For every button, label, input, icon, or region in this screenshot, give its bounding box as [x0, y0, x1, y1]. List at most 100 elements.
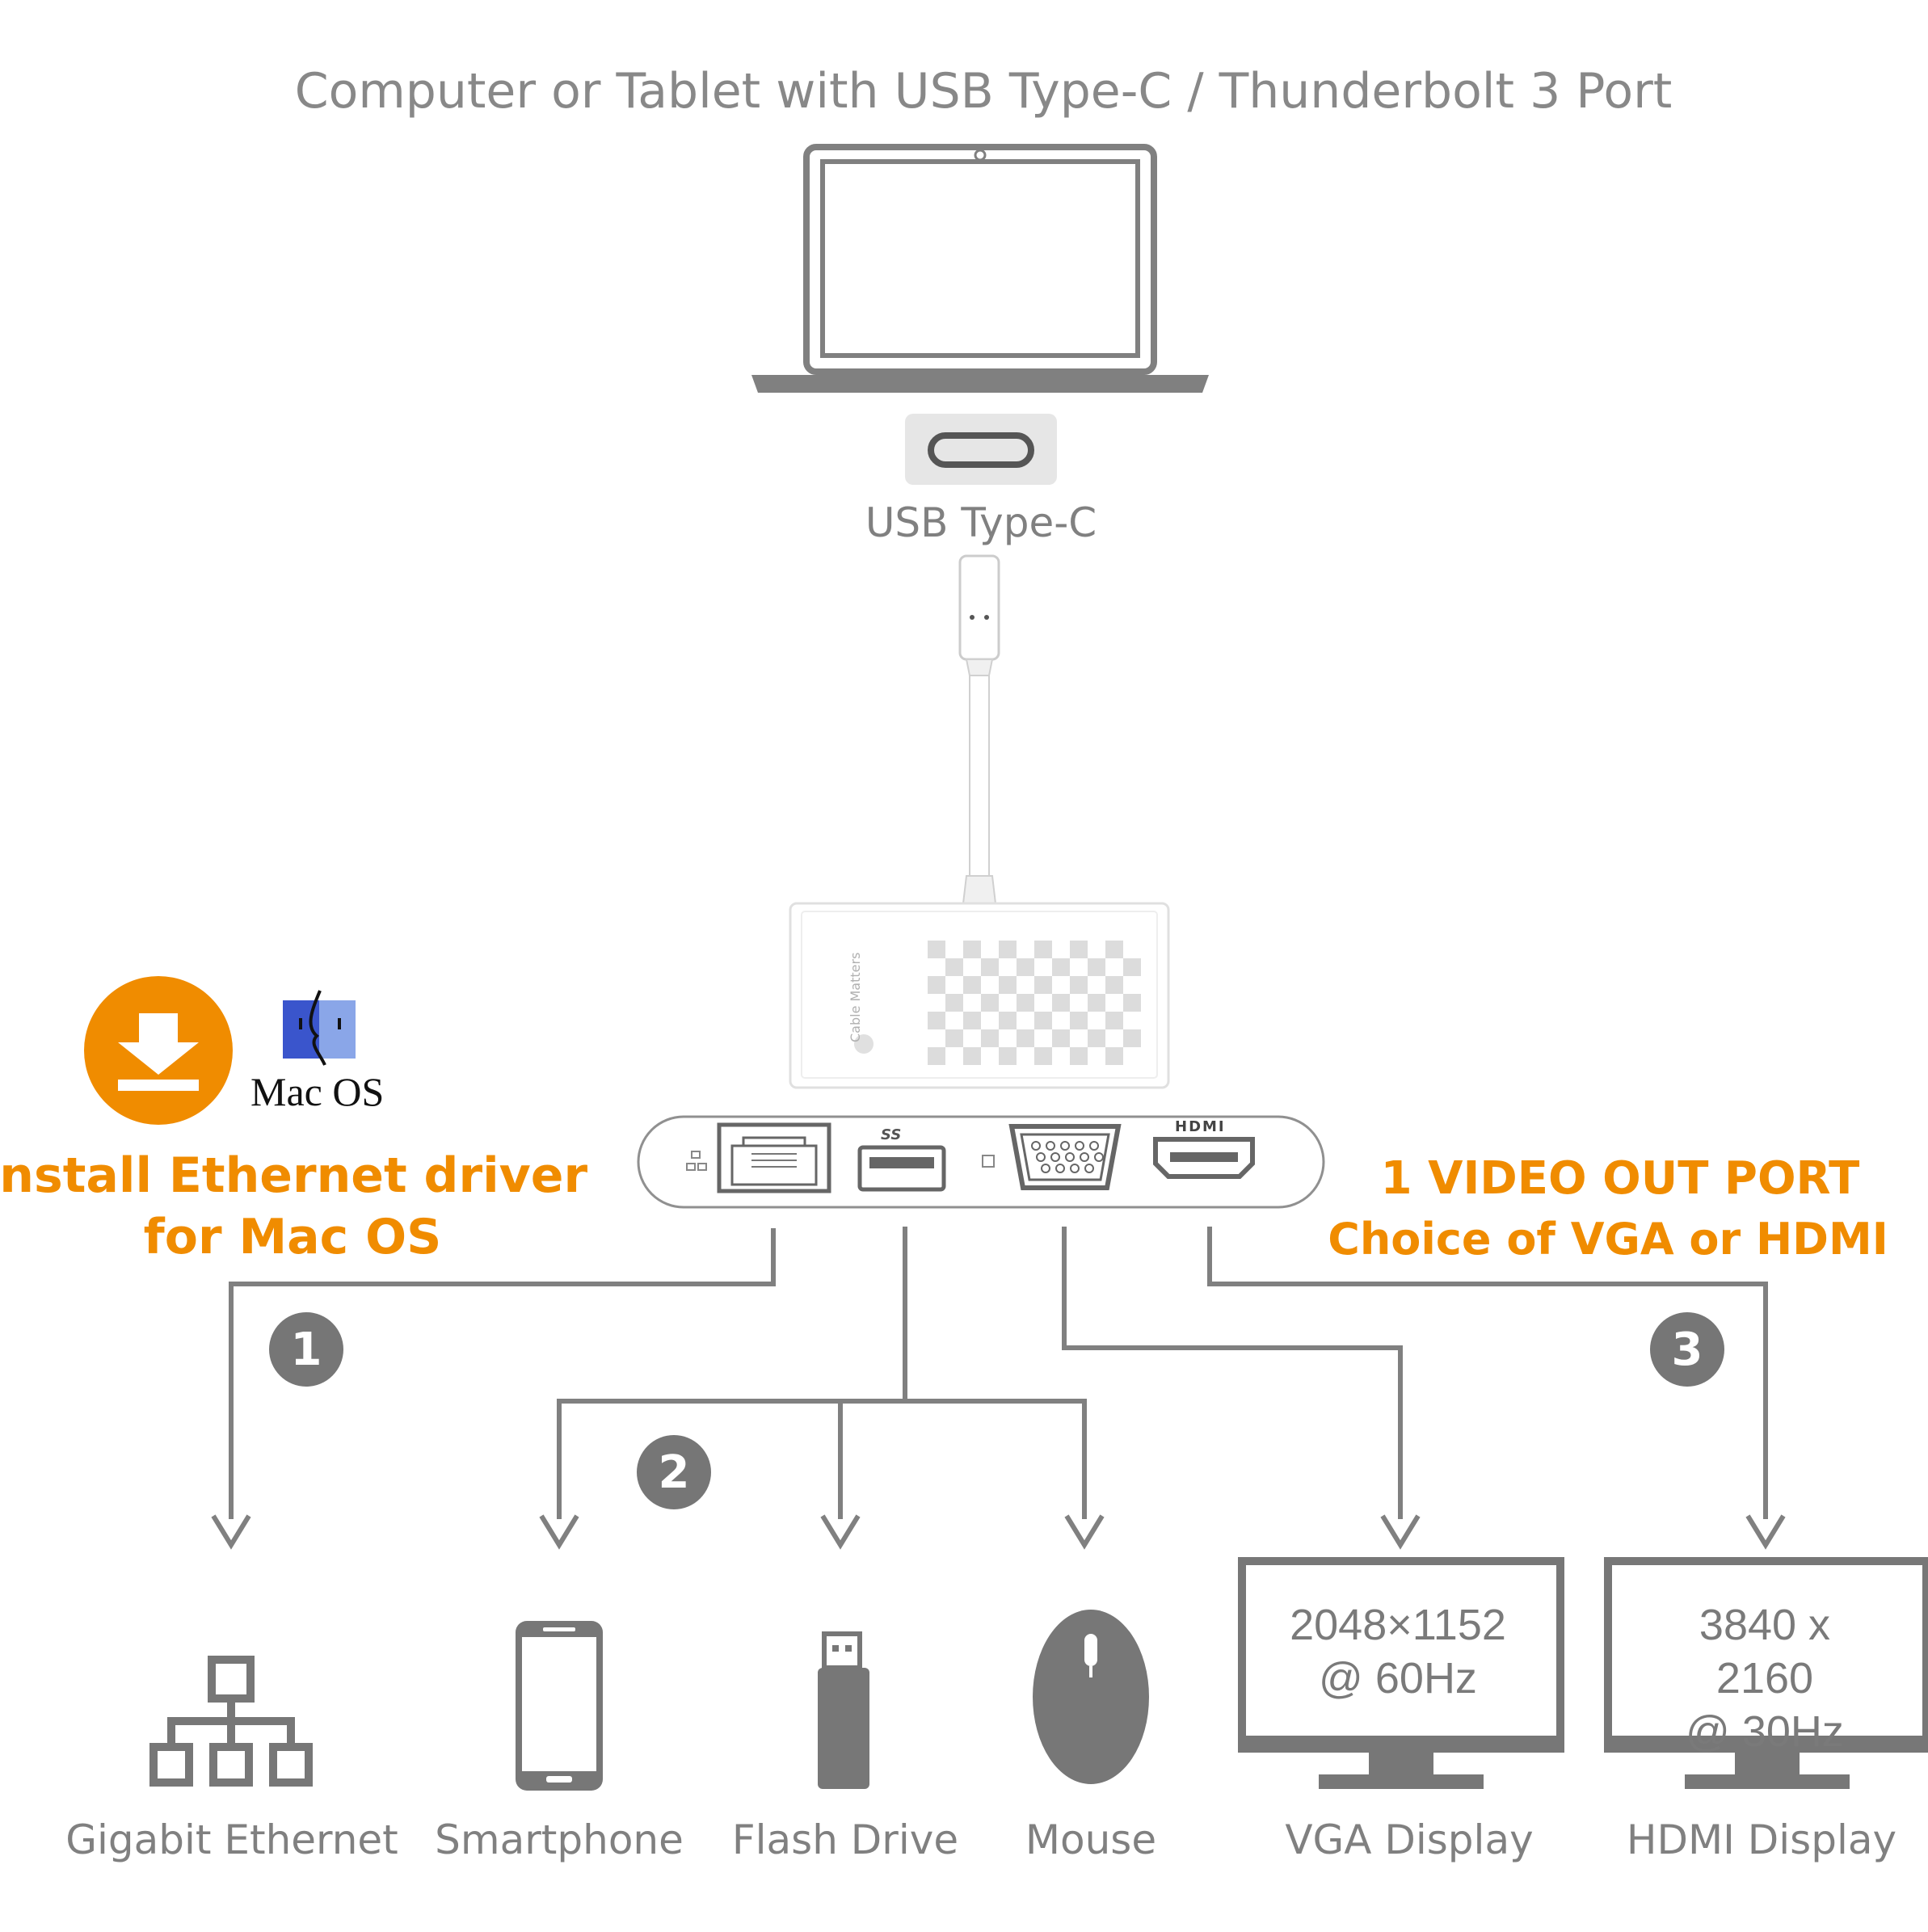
driver-note-line2: for Mac OS: [143, 1209, 442, 1265]
arrow-heads: [211, 1514, 1786, 1550]
vga-pin: [1050, 1152, 1060, 1162]
device-label-ethernet: Gigabit Ethernet: [65, 1816, 398, 1863]
vga-pin: [1065, 1152, 1075, 1162]
badge-1: 1: [269, 1312, 343, 1387]
checker-cell: [981, 1029, 999, 1047]
connection-arrows: [229, 1227, 1768, 1519]
checker-cell: [1070, 976, 1088, 994]
checker-cell: [1052, 994, 1070, 1012]
checker-cell: [1052, 1029, 1070, 1047]
checker-cell: [1017, 958, 1034, 976]
hdmi-resolution-line2: @ 30Hz: [1686, 1707, 1844, 1756]
page-title: Computer or Tablet with USB Type-C / Thu…: [294, 63, 1673, 120]
usb-c-plug: [958, 554, 1000, 904]
checker-cell: [1070, 1047, 1088, 1065]
badge-2: 2: [637, 1435, 711, 1509]
download-icon: [84, 976, 233, 1125]
checker-cell: [1105, 976, 1123, 994]
vga-pin: [1089, 1141, 1099, 1151]
checker-cell: [1034, 976, 1052, 994]
checker-cell: [1088, 958, 1105, 976]
checker-cell: [999, 1047, 1017, 1065]
hdmi-monitor-icon: [1604, 1557, 1928, 1789]
checker-cell: [1088, 994, 1105, 1012]
checker-cell: [1034, 1047, 1052, 1065]
checker-cell: [981, 958, 999, 976]
vga-pin: [1080, 1152, 1089, 1162]
vga-resolution-line1: 2048×1152: [1290, 1601, 1506, 1649]
brand-text: Cable Matters: [848, 952, 863, 1042]
connector-label: USB Type-C: [865, 499, 1097, 546]
checker-cell: [1123, 1029, 1141, 1047]
mac-os-label: Mac OS: [250, 1069, 385, 1114]
vga-pin: [1084, 1164, 1094, 1173]
vga-pin: [1075, 1141, 1084, 1151]
vga-pin: [1060, 1141, 1070, 1151]
mouse-icon: [1033, 1610, 1149, 1784]
checker-cell: [999, 976, 1017, 994]
checker-cell: [963, 976, 981, 994]
vga-resolution: 2048×1152 @ 60Hz: [1290, 1598, 1506, 1705]
checker-cell: [1070, 941, 1088, 958]
checker-cell: [1105, 1047, 1123, 1065]
usb-ss-label: SS: [881, 1126, 902, 1143]
checker-cell: [999, 1012, 1017, 1029]
checker-cell: [945, 958, 963, 976]
checker-cell: [963, 1047, 981, 1065]
device-label-mouse: Mouse: [1025, 1816, 1157, 1863]
driver-note-line1: Install Ethernet driver: [0, 1147, 588, 1204]
device-label-vga-display: VGA Display: [1285, 1816, 1534, 1863]
video-note-line1: 1 VIDEO OUT PORT: [1380, 1152, 1860, 1205]
hdmi-resolution: 3840 x 2160 @ 30Hz: [1683, 1598, 1846, 1758]
checker-cell: [928, 941, 945, 958]
checker-cell: [1123, 994, 1141, 1012]
checker-cell: [1088, 1029, 1105, 1047]
checker-cell: [1017, 994, 1034, 1012]
vga-pin: [1031, 1141, 1041, 1151]
vga-pin: [1041, 1164, 1050, 1173]
vga-resolution-line2: @ 60Hz: [1319, 1654, 1477, 1703]
hdmi-port-icon: [1153, 1137, 1255, 1179]
vga-pin: [1036, 1152, 1046, 1162]
vga-pin: [1055, 1164, 1065, 1173]
ethernet-port-icon: [686, 1122, 831, 1193]
checker-cell: [928, 1047, 945, 1065]
mac-finder-icon: [283, 990, 356, 1066]
vga-pin: [1070, 1164, 1080, 1173]
hdmi-port-label: HDMI: [1175, 1118, 1226, 1135]
usb-c-port-icon: [905, 414, 1057, 485]
badge-3: 3: [1650, 1312, 1724, 1387]
port-panel: [637, 1115, 1325, 1209]
checker-cell: [1105, 1012, 1123, 1029]
vga-port-icon: [982, 1124, 1122, 1190]
checker-cell: [1034, 941, 1052, 958]
vga-pin: [1094, 1152, 1104, 1162]
checker-cell: [1123, 958, 1141, 976]
smartphone-icon: [516, 1621, 603, 1791]
checker-cell: [1105, 941, 1123, 958]
adapter-body: [789, 902, 1170, 1089]
checker-cell: [963, 941, 981, 958]
checker-cell: [1017, 1029, 1034, 1047]
checker-cell: [981, 994, 999, 1012]
checker-cell: [963, 1012, 981, 1029]
hdmi-resolution-line1: 3840 x 2160: [1699, 1601, 1831, 1703]
checker-cell: [1034, 1012, 1052, 1029]
usb-a-port-icon: [857, 1145, 946, 1192]
network-icon: [149, 1656, 313, 1787]
vga-pins: [1031, 1141, 1104, 1173]
flash-drive-icon: [818, 1631, 869, 1789]
checker-cell: [1052, 958, 1070, 976]
video-note-line2: Choice of VGA or HDMI: [1328, 1214, 1888, 1265]
checker-cell: [928, 976, 945, 994]
checker-cell: [945, 994, 963, 1012]
checker-pattern: [928, 941, 1141, 1065]
device-label-flash-drive: Flash Drive: [731, 1816, 959, 1863]
checker-cell: [999, 941, 1017, 958]
device-label-hdmi-display: HDMI Display: [1626, 1816, 1897, 1863]
laptop-icon: [751, 144, 1209, 393]
vga-monitor-icon: [1238, 1557, 1564, 1789]
device-label-smartphone: Smartphone: [435, 1816, 684, 1863]
